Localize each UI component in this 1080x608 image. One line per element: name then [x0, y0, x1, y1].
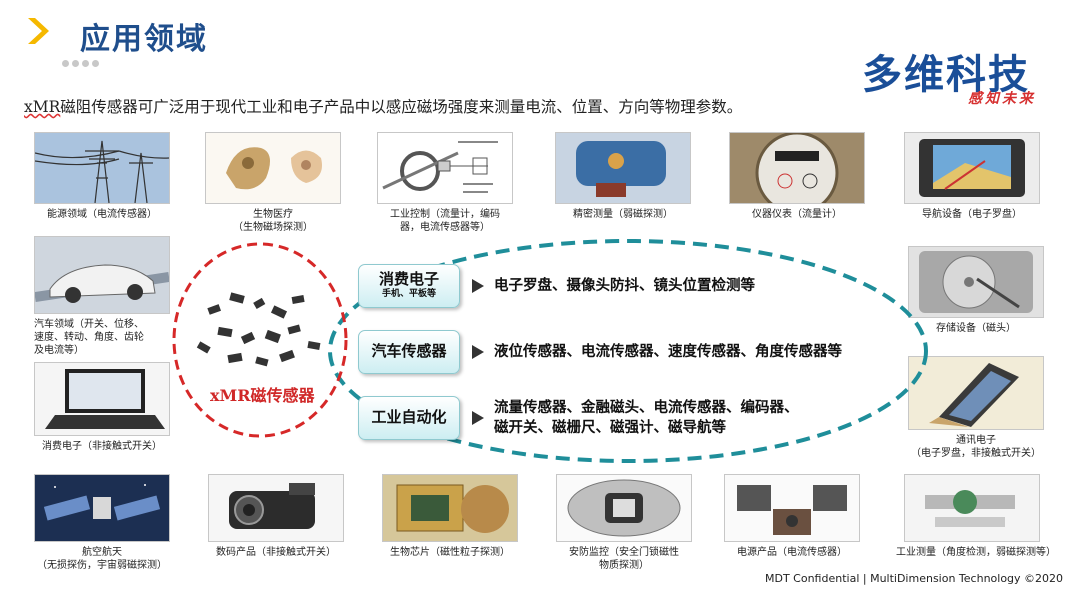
- app-biochip: 生物芯片（磁性粒子探测）: [382, 474, 518, 559]
- chevron-right-icon: [28, 18, 49, 44]
- encoder-parts-image: [904, 474, 1040, 542]
- company-slogan: 感知未来: [968, 91, 1036, 107]
- category-industrial-automation: 工业自动化: [358, 396, 460, 440]
- magnetometer-device-image: [555, 132, 691, 204]
- footer-text: MDT Confidential | MultiDimension Techno…: [765, 572, 1064, 585]
- app-energy: 能源领域（电流传感器）: [34, 132, 170, 221]
- arrow-right-icon: [472, 345, 484, 359]
- xmr-sensor-label: xMR磁传感器: [210, 386, 315, 405]
- app-medical: 生物医疗 （生物磁场探测）: [205, 132, 341, 234]
- intro-text: xMR磁阻传感器可广泛用于现代工业和电子产品中以感应磁场强度来测量电流、位置、方…: [24, 98, 743, 116]
- current-sensor-modules-image: [724, 474, 860, 542]
- pager-dots-icon: [62, 52, 102, 71]
- app-meter: 仪器仪表（流量计）: [729, 132, 865, 221]
- center-ellipse: [172, 239, 928, 463]
- camcorder-image: [208, 474, 344, 542]
- hard-disk-image: [908, 246, 1044, 318]
- app-navigation: 导航设备（电子罗盘）: [904, 132, 1040, 221]
- laptop-image: [34, 362, 170, 436]
- power-tower-image: [34, 132, 170, 204]
- app-storage: 存储设备（磁头）: [908, 246, 1044, 335]
- category-consumer-electronics: 消费电子 手机、平板等: [358, 264, 460, 308]
- current-sensor-diagram-image: [377, 132, 513, 204]
- app-industrial-control: 工业控制（流量计，编码 器，电流传感器等）: [377, 132, 513, 234]
- app-aerospace: 航空航天 （无损探伤，宇宙弱磁探测）: [34, 474, 170, 572]
- car-image: [34, 236, 170, 314]
- arrow-right-icon: [472, 279, 484, 293]
- security-sensor-image: [556, 474, 692, 542]
- hearing-aid-image: [205, 132, 341, 204]
- app-measure: 工业测量（角度检测，弱磁探测等）: [896, 474, 1056, 559]
- app-digital: 数码产品（非接触式开关）: [208, 474, 344, 559]
- app-power: 电源产品（电流传感器）: [724, 474, 860, 559]
- app-auto: 汽车领域（开关、位移、 速度、转动、角度、齿轮 及电流等）: [34, 236, 170, 357]
- biochip-image: [382, 474, 518, 542]
- flip-phone-image: [908, 356, 1044, 430]
- satellite-image: [34, 474, 170, 542]
- app-telecom: 通讯电子 （电子罗盘，非接触式开关）: [908, 356, 1044, 460]
- water-meter-image: [729, 132, 865, 204]
- app-precision: 精密测量（弱磁探测）: [555, 132, 691, 221]
- arrow-right-icon: [472, 411, 484, 425]
- app-consumer: 消费电子（非接触式开关）: [34, 362, 170, 453]
- page-title: 应用领域: [80, 22, 208, 57]
- gps-navigator-image: [904, 132, 1040, 204]
- category-auto-sensors: 汽车传感器: [358, 330, 460, 374]
- company-logo: 多维科技: [862, 52, 1030, 98]
- app-security: 安防监控（安全门锁磁性 物质探测）: [556, 474, 692, 572]
